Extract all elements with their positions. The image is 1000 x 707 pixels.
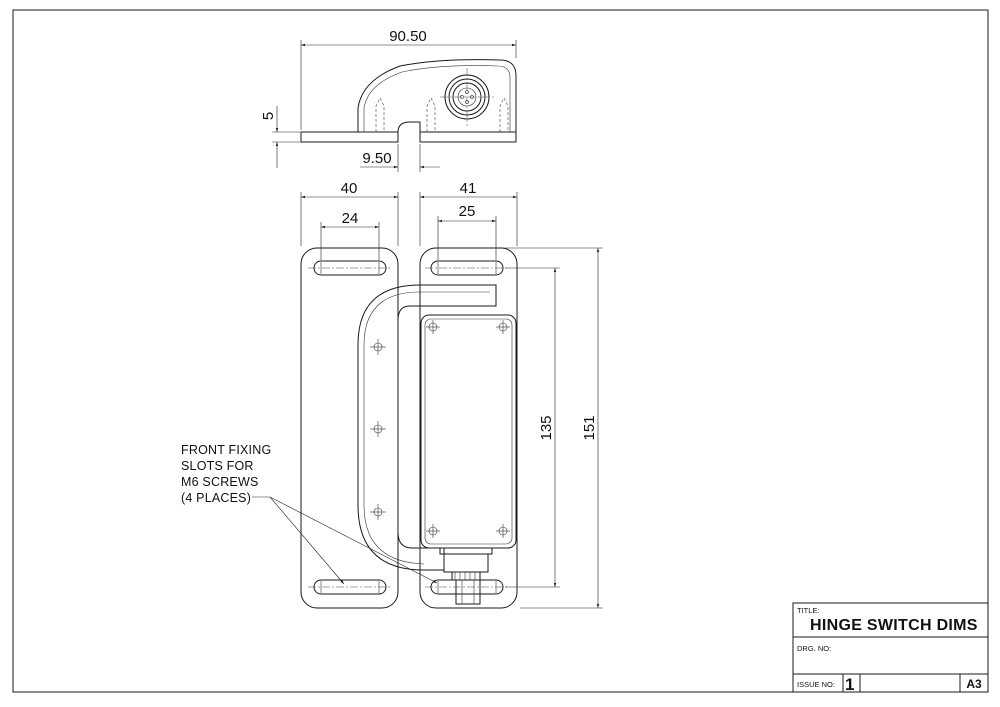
- sheet-size: A3: [966, 677, 982, 691]
- dim-right-slot-label: 25: [459, 203, 476, 220]
- dim-offset-label: 9.50: [362, 150, 391, 167]
- hinge-arm-screws: [370, 339, 386, 520]
- leader-left-slot: [269, 496, 345, 585]
- title-label: TITLE:: [797, 606, 820, 615]
- dim-left-plate-width-label: 40: [341, 180, 358, 197]
- dim-top-overall-label: 90.50: [389, 28, 427, 45]
- top-view-right-plate: [419, 131, 517, 143]
- note-line-3: M6 SCREWS: [181, 475, 259, 489]
- drawing-title: HINGE SWITCH DIMS: [810, 617, 978, 634]
- issue-number: 1: [845, 675, 854, 694]
- dim-plate-thickness: 5: [260, 106, 300, 168]
- note-line-4: (4 PLACES): [181, 491, 251, 505]
- top-view-body: [357, 59, 517, 132]
- dim-right-plate-width: 41: [419, 180, 518, 246]
- left-plate: [300, 247, 399, 609]
- dim-left-slot: 24: [320, 210, 380, 260]
- dim-slot-pitch: 135: [505, 267, 560, 588]
- top-view: 90.50 5 9.50: [260, 28, 517, 172]
- fixing-note: FRONT FIXING SLOTS FOR M6 SCREWS (4 PLAC…: [181, 443, 438, 585]
- top-view-left-plate: [300, 131, 399, 143]
- leader-right-slot: [269, 496, 438, 584]
- issue-label: ISSUE NO:: [797, 680, 835, 689]
- dim-right-slot: 25: [437, 203, 497, 260]
- sheet-border: [12, 9, 989, 693]
- hinge-arm: [357, 284, 497, 571]
- top-view-connector: [440, 68, 494, 126]
- switch-body-screws: [426, 320, 510, 538]
- dim-right-plate-width-label: 41: [460, 180, 477, 197]
- dim-left-slot-label: 24: [342, 210, 359, 227]
- note-line-2: SLOTS FOR: [181, 459, 254, 473]
- note-line-1: FRONT FIXING: [181, 443, 271, 457]
- top-view-screws: [375, 97, 509, 132]
- right-plate: [419, 247, 518, 609]
- dim-plate-thickness-label: 5: [260, 112, 277, 120]
- dim-top-overall: 90.50: [300, 28, 517, 130]
- front-view: 40 24 41 25 135: [300, 180, 603, 609]
- dim-plate-height: 151: [500, 247, 603, 609]
- drg-no-label: DRG. NO:: [797, 644, 831, 653]
- switch-body: [420, 314, 517, 549]
- dim-slot-pitch-label: 135: [538, 415, 555, 440]
- dim-left-plate-width: 40: [300, 180, 399, 246]
- title-block: TITLE: HINGE SWITCH DIMS DRG. NO: ISSUE …: [792, 602, 989, 694]
- fixing-slots: [308, 260, 509, 595]
- dim-offset: 9.50: [360, 144, 440, 172]
- switch-connector: [439, 547, 493, 605]
- dim-plate-height-label: 151: [581, 415, 598, 440]
